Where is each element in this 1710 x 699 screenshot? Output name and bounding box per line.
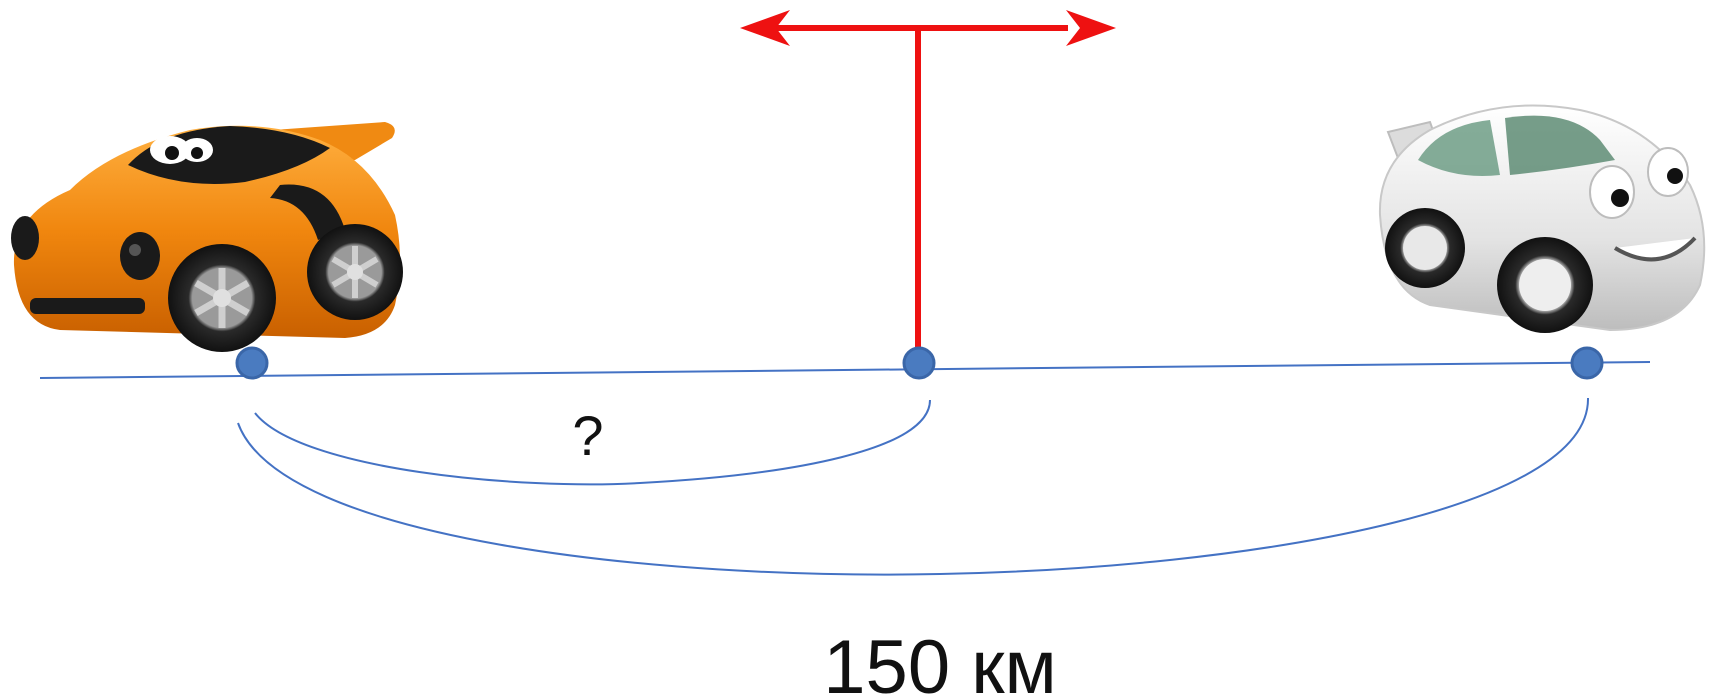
white-cartoon-car-icon — [1378, 104, 1706, 333]
road-line — [39, 361, 1651, 379]
orange-toy-car-icon — [11, 122, 403, 352]
start-point — [235, 346, 269, 380]
total-distance-arc — [237, 397, 1590, 576]
end-point — [1570, 346, 1604, 380]
total-distance-label: 150 км — [823, 625, 1056, 699]
double-arrow-signpost-icon — [740, 10, 1116, 362]
unknown-distance-label: ? — [572, 404, 603, 467]
meeting-point — [902, 346, 936, 380]
unknown-distance-arc — [254, 399, 931, 486]
